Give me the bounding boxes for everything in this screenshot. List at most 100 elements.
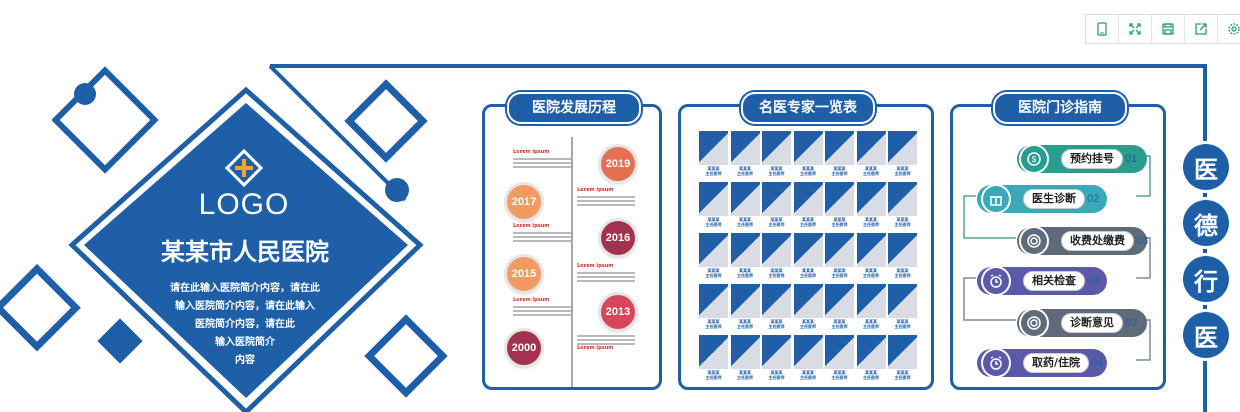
expert-role: 主任医师 — [768, 324, 785, 329]
expert-name: 某某某 — [802, 370, 814, 375]
expert-card[interactable]: 某某某主任医师 — [699, 284, 728, 329]
timeline-entry: Lorem ipsum — [577, 187, 635, 206]
save-icon[interactable] — [1152, 15, 1185, 43]
expert-card[interactable]: 某某某主任医师 — [825, 131, 854, 176]
guide-number: 03 — [1125, 317, 1138, 329]
expert-name: 某某某 — [802, 166, 814, 171]
expert-role: 主任医师 — [800, 375, 816, 380]
expert-role: 主任医师 — [768, 273, 785, 278]
expert-card[interactable]: 某某某主任医师 — [762, 182, 791, 227]
expert-role: 主任医师 — [737, 171, 753, 176]
expert-name: 某某某 — [739, 370, 751, 375]
expert-card[interactable]: 某某某主任医师 — [856, 182, 886, 227]
expert-card[interactable]: 某某某主任医师 — [825, 284, 854, 329]
expert-role: 主任医师 — [800, 222, 816, 227]
guide-number: 01 — [1125, 153, 1138, 165]
expert-card[interactable]: 某某某主任医师 — [856, 284, 886, 329]
expert-name: 某某某 — [896, 319, 909, 324]
expert-card[interactable]: 某某某主任医师 — [888, 131, 917, 176]
expert-name: 某某某 — [739, 166, 751, 171]
expert-card[interactable]: 某某某主任医师 — [762, 233, 791, 278]
expert-card[interactable]: 某某某主任医师 — [762, 284, 791, 329]
expert-card[interactable]: 某某某主任医师 — [888, 284, 917, 329]
share-icon[interactable] — [1185, 15, 1218, 43]
coin-icon: $ — [1021, 146, 1047, 172]
expert-card[interactable]: 某某某主任医师 — [730, 233, 760, 278]
expert-card[interactable]: 某某某主任医师 — [699, 233, 728, 278]
expert-card[interactable]: 某某某主任医师 — [888, 335, 917, 380]
expert-role: 主任医师 — [705, 273, 722, 278]
expert-photo — [699, 335, 728, 369]
expert-role: 主任医师 — [768, 171, 785, 176]
expert-name: 某某某 — [770, 217, 783, 222]
expert-card[interactable]: 某某某主任医师 — [762, 131, 791, 176]
tablet-icon[interactable] — [1086, 15, 1119, 43]
entry-heading: Lorem ipsum — [513, 223, 550, 229]
expert-card[interactable]: 某某某主任医师 — [730, 182, 760, 227]
target-icon — [1021, 228, 1047, 254]
expert-role: 主任医师 — [863, 222, 879, 227]
expert-role: 主任医师 — [737, 324, 753, 329]
svg-text:$: $ — [1032, 155, 1037, 164]
expert-photo — [825, 182, 854, 216]
expert-name: 某某某 — [833, 268, 846, 273]
expert-card[interactable]: 某某某主任医师 — [762, 335, 791, 380]
expert-card[interactable]: 某某某主任医师 — [888, 182, 917, 227]
guide-label: 收费处缴费 — [1061, 231, 1134, 251]
guide-label: 预约挂号 — [1061, 149, 1123, 169]
virtue-char: 德 — [1183, 200, 1229, 246]
expert-photo — [730, 335, 760, 369]
expert-card[interactable]: 某某某主任医师 — [856, 233, 886, 278]
expert-card[interactable]: 某某某主任医师 — [825, 182, 854, 227]
timeline-entry: Lorem ipsum — [513, 297, 571, 316]
expert-card[interactable]: 某某某主任医师 — [856, 335, 886, 380]
expert-card[interactable]: 某某某主任医师 — [699, 182, 728, 227]
expert-photo — [793, 335, 823, 369]
expert-card[interactable]: 某某某主任医师 — [699, 131, 728, 176]
expert-role: 主任医师 — [894, 324, 911, 329]
expert-card[interactable]: 某某某主任医师 — [793, 335, 823, 380]
year-badge: 2016 — [601, 221, 635, 255]
expert-card[interactable]: 某某某主任医师 — [888, 233, 917, 278]
fullscreen-icon[interactable] — [1119, 15, 1152, 43]
expert-photo — [762, 131, 791, 165]
hospital-name: 某某市人民医院 — [161, 238, 329, 266]
history-panel-title: 医院发展历程 — [507, 92, 641, 124]
expert-role: 主任医师 — [831, 171, 848, 176]
guide-label: 医生诊断 — [1023, 189, 1085, 209]
intro-line: 输入医院简介 — [215, 337, 275, 348]
expert-card[interactable]: 某某某主任医师 — [793, 233, 823, 278]
expert-role: 主任医师 — [705, 171, 722, 176]
expert-card[interactable]: 某某某主任医师 — [730, 335, 760, 380]
settings-icon[interactable] — [1218, 15, 1240, 43]
expert-role: 主任医师 — [894, 171, 911, 176]
expert-card[interactable]: 某某某主任医师 — [730, 131, 760, 176]
expert-name: 某某某 — [707, 217, 720, 222]
guide-label: 诊断意见 — [1061, 313, 1123, 333]
expert-card[interactable]: 某某某主任医师 — [825, 233, 854, 278]
alarm-clock-icon — [983, 350, 1009, 376]
expert-photo — [856, 182, 886, 216]
expert-card[interactable]: 某某某主任医师 — [730, 284, 760, 329]
expert-name: 某某某 — [770, 268, 783, 273]
expert-card[interactable]: 某某某主任医师 — [856, 131, 886, 176]
expert-card[interactable]: 某某某主任医师 — [699, 335, 728, 380]
expert-card[interactable]: 某某某主任医师 — [793, 182, 823, 227]
expert-photo — [825, 131, 854, 165]
expert-role: 主任医师 — [863, 273, 879, 278]
intro-line: 医院简介内容，请在此 — [195, 319, 295, 330]
expert-card[interactable]: 某某某主任医师 — [793, 284, 823, 329]
expert-card[interactable]: 某某某主任医师 — [825, 335, 854, 380]
expert-photo — [793, 284, 823, 318]
expert-name: 某某某 — [770, 319, 783, 324]
experts-panel: 名医专家一览表 某某某主任医师某某某主任医师某某某主任医师某某某主任医师某某某主… — [678, 92, 934, 390]
expert-card[interactable]: 某某某主任医师 — [793, 131, 823, 176]
expert-photo — [730, 131, 760, 165]
